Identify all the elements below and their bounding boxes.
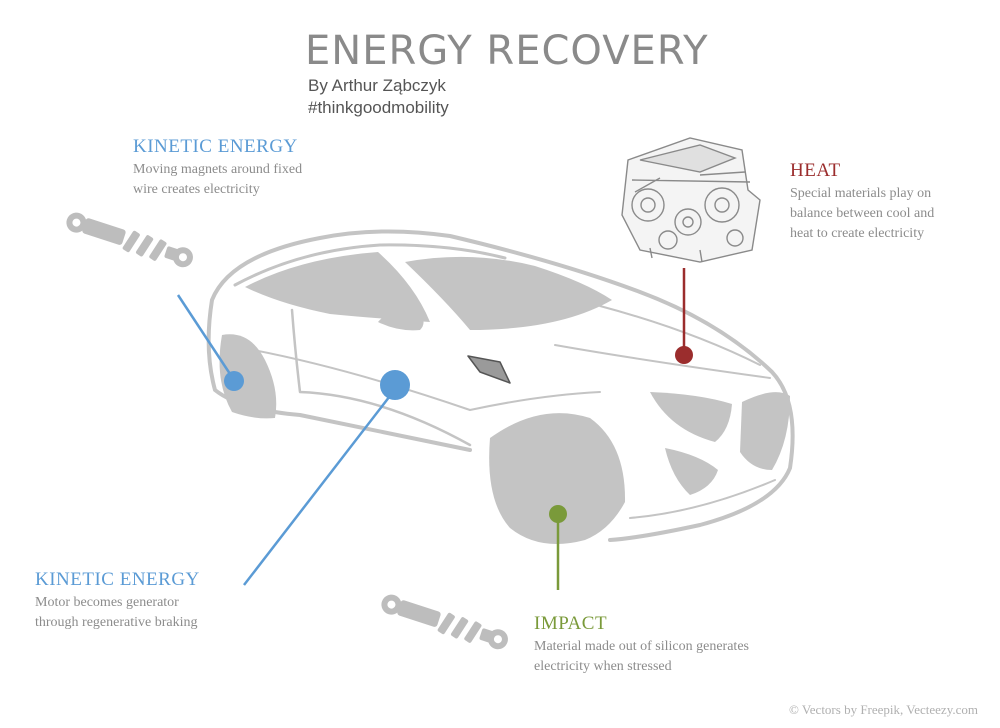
engine-icon [621, 137, 761, 263]
label-heat: HEAT Special materials play on balance b… [790, 160, 934, 244]
car-side-window [245, 252, 430, 322]
kinetic-bottom-connector [243, 391, 394, 586]
car-side-vent [467, 355, 511, 384]
description-line: wire creates electricity [133, 182, 260, 197]
label-kinetic-bottom-heading: KINETIC ENERGY [35, 569, 200, 590]
car-windshield [405, 256, 612, 330]
description-line: heat to create electricity [790, 226, 925, 241]
kinetic-top-dot [224, 371, 244, 391]
car-side-crease [224, 344, 601, 411]
label-heat-heading: HEAT [790, 160, 841, 181]
description-line: through regenerative braking [35, 615, 198, 630]
car-front-bumper [629, 479, 776, 519]
description-line: Motor becomes generator [35, 595, 179, 610]
page-title: ENERGY RECOVERY [305, 28, 709, 74]
kinetic-top-connector [176, 294, 236, 381]
car-lower-intake [665, 448, 718, 495]
label-impact-heading: IMPACT [534, 613, 608, 634]
car-headlight [650, 392, 732, 442]
car-front-wheel [489, 413, 626, 544]
car-rear-wheel [219, 334, 277, 419]
description-line: electricity when stressed [534, 659, 672, 674]
author-byline: By Arthur Ząbczyk [308, 76, 446, 95]
kinetic-bottom-dot [380, 370, 410, 400]
car-illustration [206, 229, 795, 544]
car-grille [740, 392, 790, 470]
description-line: Special materials play on [790, 186, 932, 201]
label-heat-description: Special materials play on balance betwee… [790, 184, 934, 244]
car-door-line [290, 308, 472, 447]
label-kinetic-top: KINETIC ENERGY Moving magnets around fix… [133, 136, 302, 200]
label-kinetic-top-heading: KINETIC ENERGY [133, 136, 298, 157]
image-credit: © Vectors by Freepik, Vecteezy.com [788, 702, 978, 717]
description-line: balance between cool and [790, 206, 935, 221]
label-impact-description: Material made out of silicon generates e… [534, 637, 749, 677]
label-kinetic-bottom: KINETIC ENERGY Motor becomes generator t… [35, 569, 200, 633]
label-impact: IMPACT Material made out of silicon gene… [534, 613, 749, 677]
description-line: Material made out of silicon generates [534, 639, 749, 654]
heat-dot [675, 346, 693, 364]
description-line: Moving magnets around fixed [133, 162, 303, 177]
label-kinetic-bottom-description: Motor becomes generator through regenera… [35, 593, 200, 633]
label-kinetic-top-description: Moving magnets around fixed wire creates… [133, 160, 302, 200]
car-mirror [378, 309, 424, 331]
impact-dot [549, 505, 567, 523]
shock-absorber-icon [381, 594, 508, 650]
car-roof-line [233, 243, 507, 287]
hashtag: #thinkgoodmobility [308, 98, 449, 117]
shock-absorber-icon [66, 212, 193, 268]
